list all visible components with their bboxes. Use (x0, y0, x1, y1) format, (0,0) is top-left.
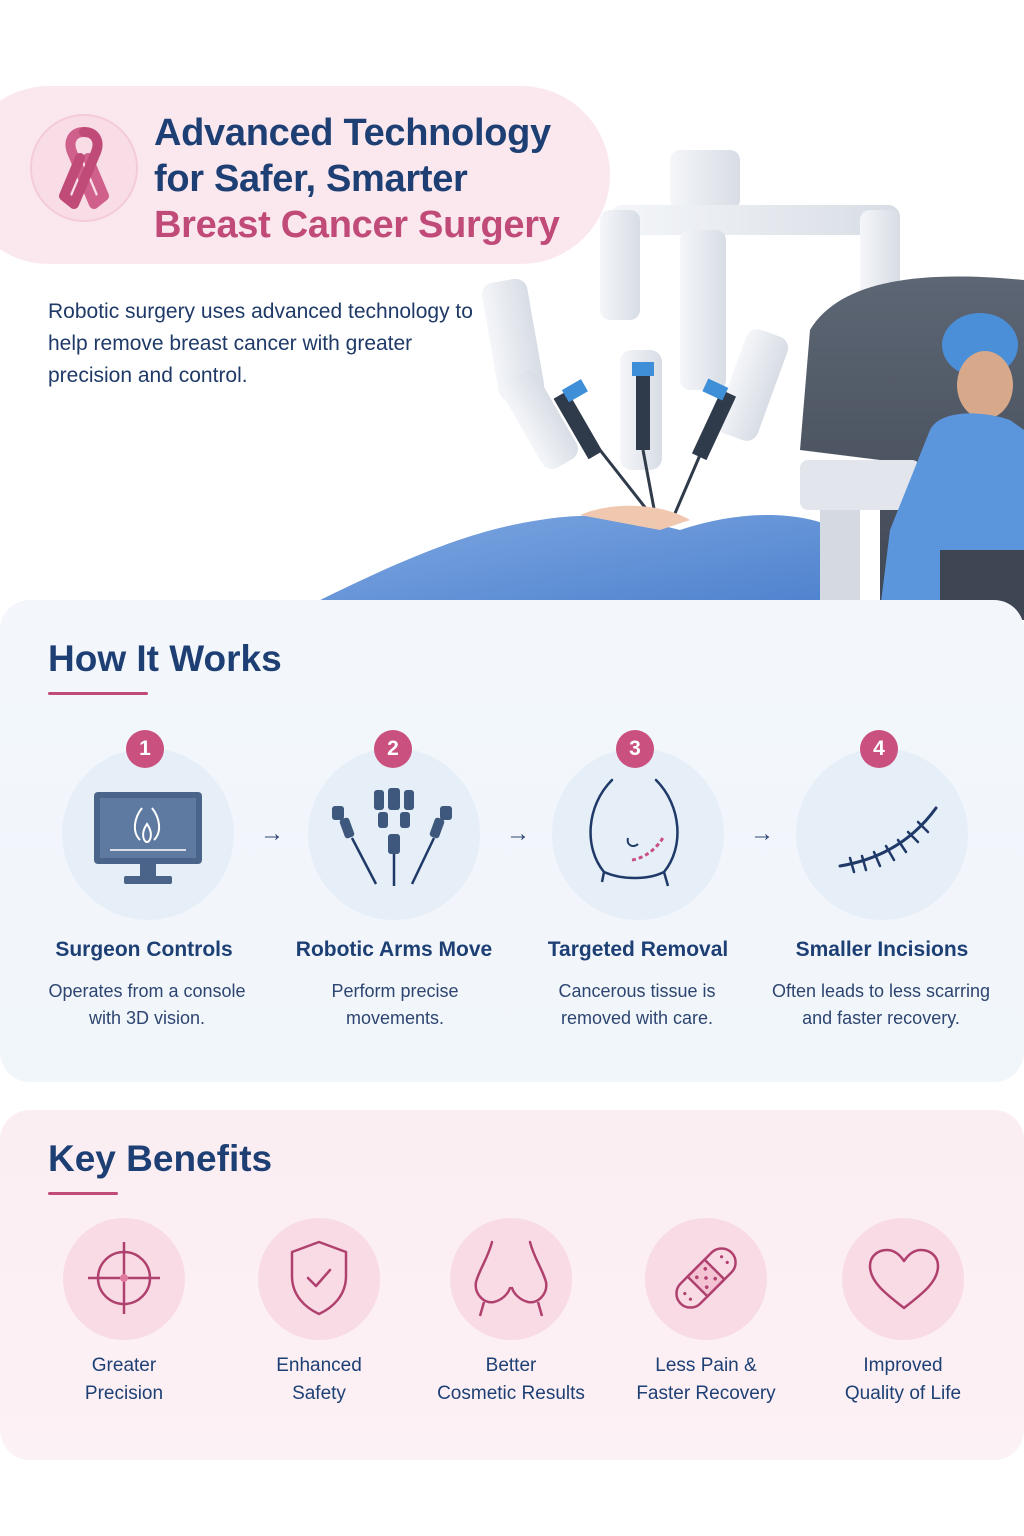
benefit-5-line1: Improved (863, 1355, 943, 1376)
benefit-4-label: Less Pain & Faster Recovery (606, 1352, 806, 1408)
breast-outline-icon (589, 778, 679, 887)
step-2-number: 2 (374, 730, 412, 768)
robot-arm-left (481, 278, 657, 521)
robotic-instruments-icon (332, 788, 452, 886)
shield-check-icon (290, 1240, 348, 1316)
benefit-2-circle (258, 1218, 380, 1340)
awareness-ribbon-icon (59, 127, 109, 209)
arrow-right-icon: → (506, 820, 530, 847)
benefit-5-line2: Quality of Life (844, 1383, 962, 1404)
step-3-circle (552, 748, 724, 920)
benefit-3-line1: Better (485, 1355, 537, 1376)
benefit-3-label: Better Cosmetic Results (411, 1352, 611, 1408)
crosshair-icon (88, 1242, 160, 1314)
surgeon-figure (880, 313, 1024, 620)
robotic-surgery-illustration (280, 150, 1024, 620)
bandage-icon (675, 1247, 737, 1309)
step-4-title: Smaller Incisions (795, 938, 969, 961)
step-2-desc: Perform precise movements. (331, 981, 459, 1028)
benefit-1-line2: Precision (84, 1383, 164, 1404)
benefit-3-line2: Cosmetic Results (437, 1383, 585, 1404)
benefit-5-label: Improved Quality of Life (803, 1352, 1003, 1408)
hero-title-line2: for Safer, Smarter (154, 158, 468, 200)
hero-intro-text: Robotic surgery uses advanced technology… (48, 300, 473, 387)
sutured-incision-icon (838, 806, 938, 874)
benefit-3-circle (450, 1218, 572, 1340)
key-benefits-underline (48, 1192, 118, 1195)
patient-drape (280, 515, 840, 620)
step-4-desc: Often leads to less scarring and faster … (771, 981, 991, 1028)
step-4-number: 4 (860, 730, 898, 768)
step-4-circle (796, 748, 968, 920)
key-benefits-title: Key Benefits (48, 1138, 273, 1179)
robot-boom (610, 205, 900, 235)
arrow-right-icon: → (260, 820, 284, 847)
benefit-1-label: Greater Precision (24, 1352, 224, 1408)
step-3-title: Targeted Removal (547, 938, 729, 961)
step-1-number: 1 (126, 730, 164, 768)
benefit-2-label: Enhanced Safety (219, 1352, 419, 1408)
hero-title: Advanced Technology for Safer, Smarter B… (154, 110, 594, 248)
hero-title-line1: Advanced Technology (154, 112, 551, 154)
benefit-5-circle (842, 1218, 964, 1340)
step-1-desc: Operates from a console with 3D vision. (48, 981, 246, 1028)
robot-column (670, 150, 740, 210)
heart-icon (868, 1248, 940, 1310)
arrow-right-icon: → (750, 820, 774, 847)
benefit-4-line2: Faster Recovery (636, 1383, 776, 1404)
benefit-1-line1: Greater (91, 1355, 157, 1376)
step-1-title: Surgeon Controls (55, 938, 233, 961)
step-3-desc: Cancerous tissue is removed with care. (558, 981, 716, 1028)
monitor-icon (94, 792, 202, 884)
benefit-2-line2: Safety (292, 1383, 346, 1404)
benefit-4-line1: Less Pain & (655, 1355, 757, 1376)
torso-outline-icon (474, 1240, 548, 1317)
how-it-works-underline (48, 692, 148, 695)
how-it-works-title: How It Works (48, 638, 282, 679)
benefit-2-line1: Enhanced (276, 1355, 362, 1376)
step-2-title: Robotic Arms Move (295, 938, 493, 961)
hero-title-line3: Breast Cancer Surgery (154, 204, 560, 246)
ribbon-badge (30, 114, 138, 222)
step-3-number: 3 (616, 730, 654, 768)
robot-arm-right (668, 329, 789, 526)
